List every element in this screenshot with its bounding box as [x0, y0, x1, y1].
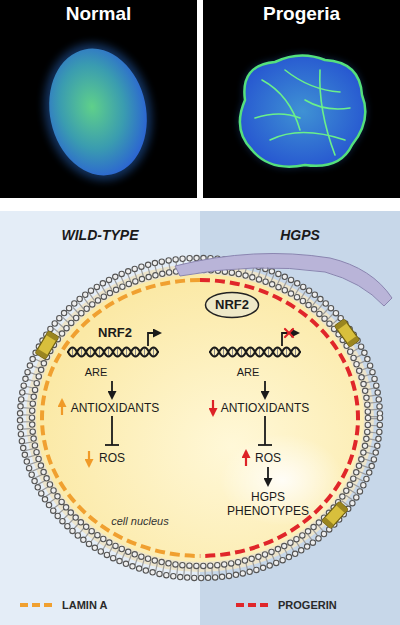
- pathway-label: ROS: [99, 451, 125, 465]
- progerin-layer: [200, 280, 358, 556]
- legend-text: LAMIN A: [62, 599, 107, 612]
- inhibition-line: [105, 416, 119, 445]
- pathway-arrow: [111, 381, 113, 398]
- progeria-nucleus-image: [240, 55, 365, 166]
- dna-helix: [68, 348, 158, 357]
- nuclear-pore: [35, 331, 59, 359]
- protein-label: NRF2: [98, 326, 132, 340]
- dna-element-label: ARE: [85, 365, 108, 379]
- pathway-label: ANTIOXIDANTS: [71, 401, 160, 415]
- transcription-arrow: [148, 333, 160, 346]
- cell-nucleus: cell nucleus NRF2: [16, 254, 384, 582]
- legend-sample: [236, 603, 272, 607]
- pathway-label: ROS: [255, 451, 281, 465]
- dna-element-label: ARE: [237, 365, 260, 379]
- nuclear-pore: [322, 501, 348, 528]
- dna-helix: [210, 348, 300, 357]
- pathway-arrow: [267, 467, 269, 485]
- cell-nucleus-text: cell nucleus: [111, 515, 168, 528]
- legend-sample: [20, 603, 56, 607]
- nrf2-oval-text: NRF2: [215, 297, 249, 313]
- pathway-label: ANTIOXIDANTS: [221, 401, 310, 415]
- nucleus-outline: [16, 254, 384, 582]
- increase-arrow: [61, 400, 63, 415]
- inhibition-line: [258, 416, 272, 445]
- decrease-arrow: [88, 451, 90, 466]
- micrograph-panel-text: Normal: [0, 3, 197, 26]
- micrograph-panel-text: Progeria: [203, 3, 400, 26]
- decrease-arrow: [212, 400, 214, 415]
- phenotype-label: HGPS PHENOTYPES: [218, 490, 318, 518]
- block-cross: [285, 329, 293, 337]
- legend-text: PROGERIN: [278, 599, 337, 612]
- increase-arrow: [245, 451, 247, 466]
- normal-nucleus-image: [32, 33, 164, 190]
- lamin-a-layer: [42, 280, 200, 556]
- genotype-band-text: HGPS: [200, 227, 400, 244]
- nuclear-pore: [335, 319, 360, 347]
- nrf2-oval: NRF2: [204, 291, 260, 319]
- pathway-arrow: [264, 381, 266, 398]
- genotype-band-text: WILD-TYPE: [0, 227, 200, 244]
